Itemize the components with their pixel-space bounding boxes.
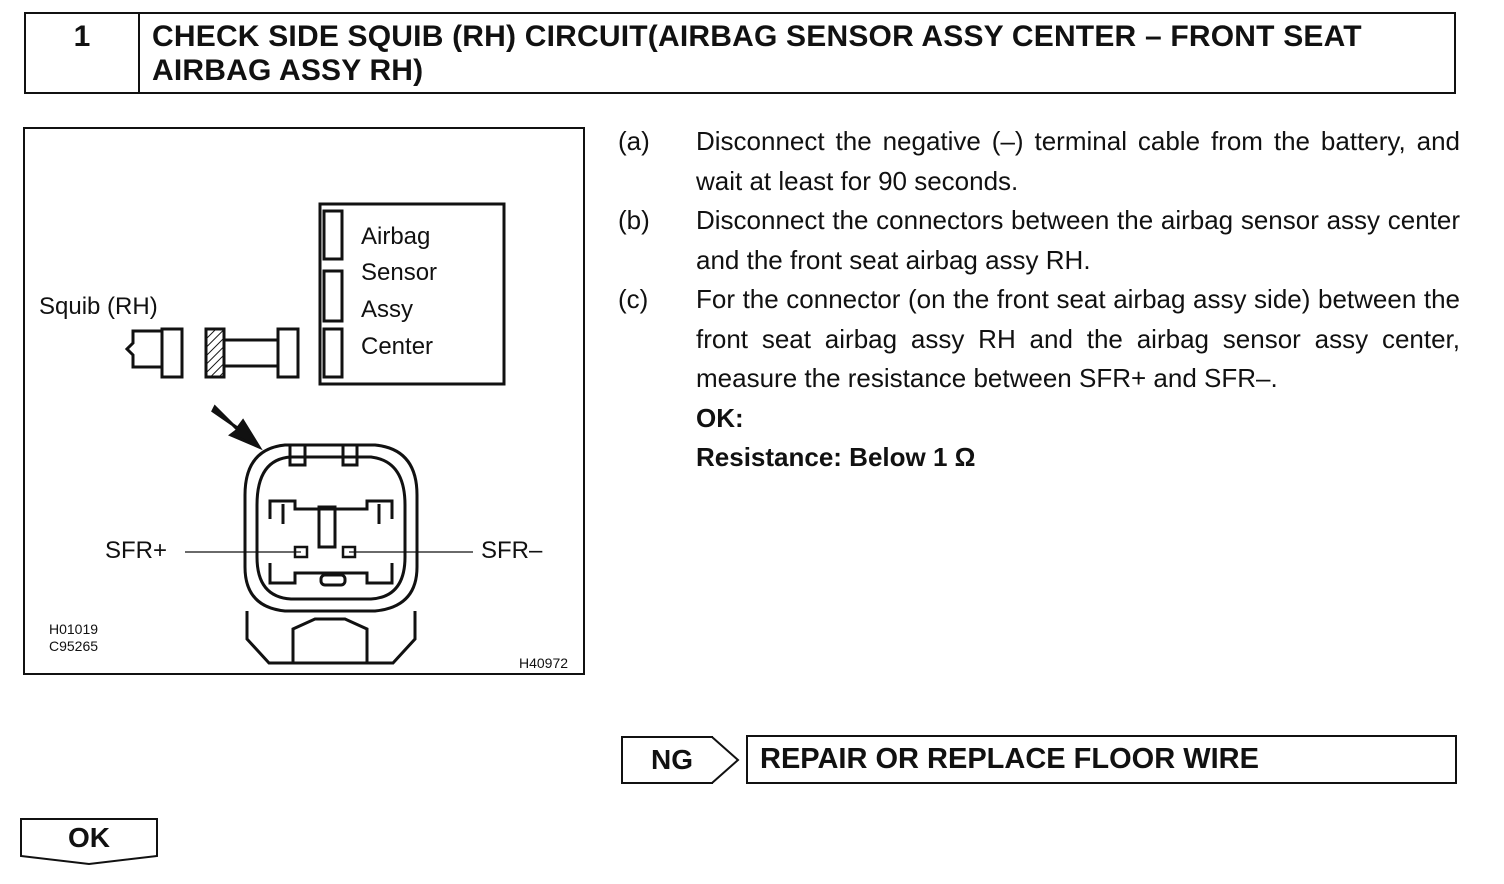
figure-code-1: H01019 bbox=[49, 621, 99, 637]
connector-housing bbox=[243, 443, 419, 613]
connector-diagram-drawing bbox=[124, 202, 506, 665]
ng-result-label: NG bbox=[621, 736, 713, 784]
figure-code-2: C95265 bbox=[49, 638, 99, 654]
sensor-label-3: Assy bbox=[361, 296, 414, 323]
terminal-plus-label: SFR+ bbox=[105, 537, 168, 564]
step-label: (b) bbox=[618, 205, 650, 235]
ng-action: REPAIR OR REPLACE FLOOR WIRE bbox=[746, 735, 1457, 784]
arrow-icon bbox=[211, 404, 263, 451]
ok-heading: OK: bbox=[696, 402, 744, 433]
step-header: 1 CHECK SIDE SQUIB (RH) CIRCUIT(AIRBAG S… bbox=[24, 12, 1456, 94]
squib-plug bbox=[124, 329, 162, 369]
terminal-minus-label: SFR– bbox=[481, 537, 543, 564]
sensor-label-4: Center bbox=[361, 333, 434, 360]
procedure-steps: (a) Disconnect the negative (–) terminal… bbox=[618, 122, 1460, 478]
step-title: CHECK SIDE SQUIB (RH) CIRCUIT(AIRBAG SEN… bbox=[152, 20, 1362, 87]
ok-spec: OK: Resistance: Below 1 Ω bbox=[696, 399, 1460, 478]
resistance-spec: Resistance: Below 1 Ω bbox=[696, 442, 976, 472]
step-c: (c) For the connector (on the front seat… bbox=[618, 280, 1460, 399]
ok-result-label: OK bbox=[68, 822, 110, 853]
step-text: Disconnect the connectors between the ai… bbox=[696, 205, 1460, 275]
squib-label: Squib (RH) bbox=[39, 293, 158, 320]
step-b: (b) Disconnect the connectors between th… bbox=[618, 201, 1460, 280]
step-a: (a) Disconnect the negative (–) terminal… bbox=[618, 122, 1460, 201]
airbag-sensor-box bbox=[318, 202, 506, 386]
sensor-label-1: Airbag bbox=[361, 223, 431, 250]
step-text: Disconnect the negative (–) terminal cab… bbox=[696, 126, 1460, 196]
connector-diagram: Airbag Sensor Assy Center Squib (RH) SFR… bbox=[23, 127, 585, 675]
step-number: 1 bbox=[26, 14, 140, 92]
figure-code-3: H40972 bbox=[519, 655, 569, 671]
ok-arrow-icon bbox=[20, 818, 158, 866]
step-label: (a) bbox=[618, 126, 650, 156]
step-text: For the connector (on the front seat air… bbox=[696, 284, 1460, 393]
ng-arrow-icon bbox=[711, 736, 740, 784]
step-label: (c) bbox=[618, 284, 649, 314]
sensor-label-2: Sensor bbox=[361, 259, 438, 286]
